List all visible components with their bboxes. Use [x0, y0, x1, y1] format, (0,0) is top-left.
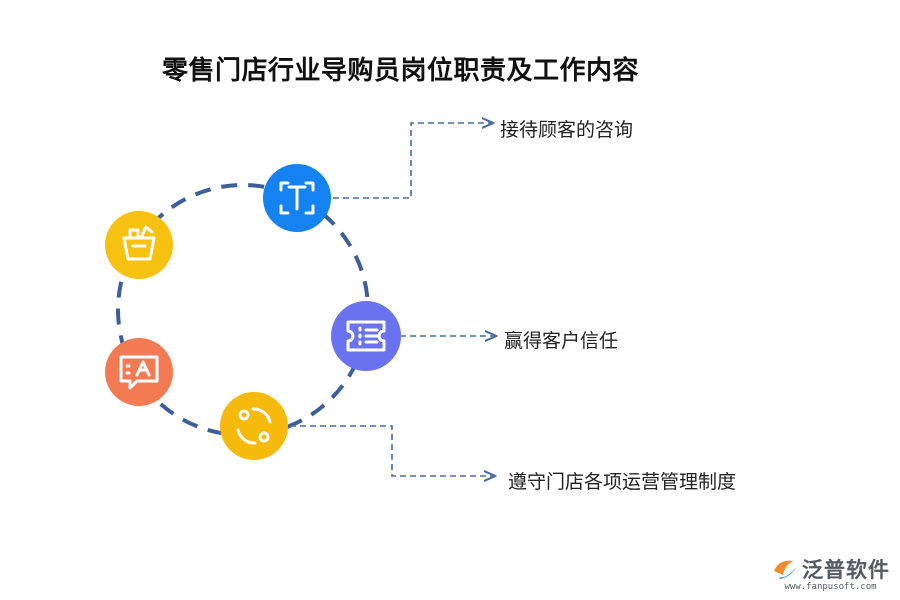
refresh-cycle-icon [236, 407, 272, 445]
node-translate [105, 338, 173, 406]
shopping-basket-icon [122, 225, 156, 261]
connector-1 [333, 123, 492, 199]
node-trust [331, 301, 401, 371]
node-basket [105, 211, 173, 279]
brand-logo: 泛普软件 www.fanpusoft.com [771, 554, 890, 592]
brand-name: 泛普软件 [802, 558, 890, 582]
connector-3 [290, 425, 494, 476]
node-consult [263, 164, 331, 232]
brand-mark-icon [774, 560, 796, 579]
ticket-list-icon [346, 320, 386, 352]
item-label-trust: 赢得客户信任 [504, 330, 619, 352]
text-translate-icon [119, 355, 159, 390]
node-rules [220, 392, 288, 460]
item-label-consult: 接待顾客的咨询 [500, 119, 634, 141]
item-label-rules: 遵守门店各项运营管理制度 [508, 471, 737, 493]
page-title: 零售门店行业导购员岗位职责及工作内容 [162, 56, 640, 86]
text-recognition-icon [279, 181, 315, 215]
brand-url: www.fanpusoft.com [784, 582, 877, 592]
